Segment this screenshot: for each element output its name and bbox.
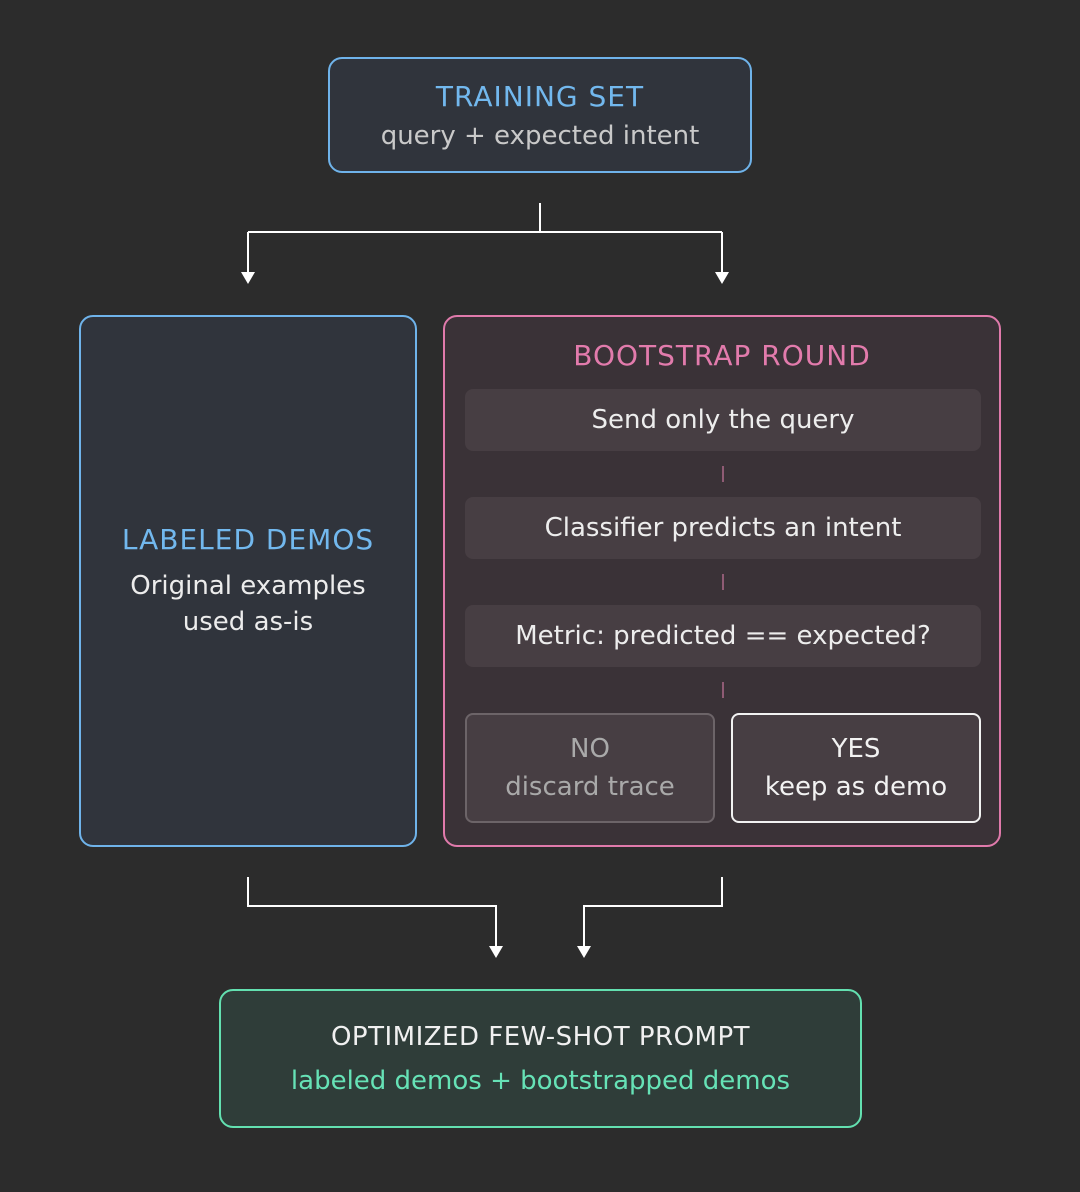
bootstrap-round-title: BOOTSTRAP ROUND bbox=[573, 339, 871, 372]
training-set-box: TRAINING SET query + expected intent bbox=[328, 57, 752, 173]
split-connector bbox=[247, 203, 723, 274]
training-set-subtitle: query + expected intent bbox=[380, 120, 700, 151]
step-divider bbox=[722, 466, 724, 482]
labeled-demos-box: LABELED DEMOS Original examples used as-… bbox=[79, 315, 417, 847]
optimized-prompt-box: OPTIMIZED FEW-SHOT PROMPT labeled demos … bbox=[219, 989, 862, 1128]
labeled-demos-description: Original examples used as-is bbox=[130, 568, 365, 640]
merge-connector-right bbox=[583, 877, 723, 948]
training-set-title: TRAINING SET bbox=[435, 79, 645, 113]
outcome-no-detail: discard trace bbox=[505, 772, 675, 802]
step-divider bbox=[722, 574, 724, 590]
merge-connector-left bbox=[247, 877, 497, 948]
bootstrap-round-box: BOOTSTRAP ROUND Send only the query Clas… bbox=[443, 315, 1001, 847]
labeled-demos-line-2: used as-is bbox=[182, 606, 314, 637]
arrow-merge-right bbox=[577, 946, 591, 958]
labeled-demos-line-1: Original examples bbox=[130, 570, 366, 601]
outcome-yes-detail: keep as demo bbox=[764, 772, 948, 802]
step-divider bbox=[722, 682, 724, 698]
arrow-merge-left bbox=[489, 946, 503, 958]
optimized-prompt-title: OPTIMIZED FEW-SHOT PROMPT bbox=[330, 1021, 751, 1052]
step-send-query: Send only the query bbox=[465, 389, 981, 451]
outcome-yes-label: YES bbox=[831, 734, 881, 764]
step-classifier-predicts: Classifier predicts an intent bbox=[465, 497, 981, 559]
outcome-no-box: NO discard trace bbox=[465, 713, 715, 823]
labeled-demos-title: LABELED DEMOS bbox=[121, 522, 375, 556]
arrow-to-bootstrap-round bbox=[715, 272, 729, 284]
arrow-to-labeled-demos bbox=[241, 272, 255, 284]
optimized-prompt-subtitle: labeled demos + bootstrapped demos bbox=[290, 1065, 791, 1096]
step-metric-check: Metric: predicted == expected? bbox=[465, 605, 981, 667]
outcome-yes-box: YES keep as demo bbox=[731, 713, 981, 823]
outcome-no-label: NO bbox=[570, 734, 610, 764]
